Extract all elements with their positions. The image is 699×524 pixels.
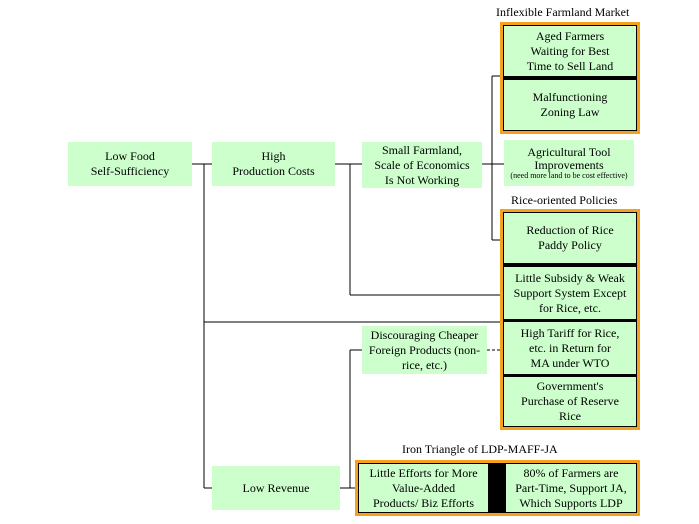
node-high-costs: High Production Costs xyxy=(212,142,335,186)
heading-triangle: Iron Triangle of LDP-MAFF-JA xyxy=(402,442,558,456)
heading-market: Inflexible Farmland Market xyxy=(496,5,630,19)
node-rice-paddy: Reduction of Rice Paddy Policy xyxy=(504,213,636,263)
node-low-food: Low Food Self-Sufficiency xyxy=(68,142,192,186)
node-small-farmland: Small Farmland, Scale of Economics Is No… xyxy=(362,142,482,188)
node-low-revenue: Low Revenue xyxy=(212,466,340,510)
node-part-time: 80% of Farmers are Part-Time, Support JA… xyxy=(506,464,636,512)
node-aged-farmers: Aged Farmers Waiting for Best Time to Se… xyxy=(504,26,636,76)
node-zoning: Malfunctioning Zoning Law xyxy=(504,80,636,130)
node-tool: Agricultural Tool Improvements (need mor… xyxy=(504,140,634,186)
node-discouraging: Discouraging Cheaper Foreign Products (n… xyxy=(362,326,487,374)
node-reserve: Government's Purchase of Reserve Rice xyxy=(504,377,636,426)
node-little-efforts: Little Efforts for More Value-Added Prod… xyxy=(359,464,488,512)
node-tariff: High Tariff for Rice, etc. in Return for… xyxy=(504,322,636,374)
heading-policies: Rice-oriented Policies xyxy=(511,193,618,207)
node-subsidy: Little Subsidy & Weak Support System Exc… xyxy=(504,267,636,319)
